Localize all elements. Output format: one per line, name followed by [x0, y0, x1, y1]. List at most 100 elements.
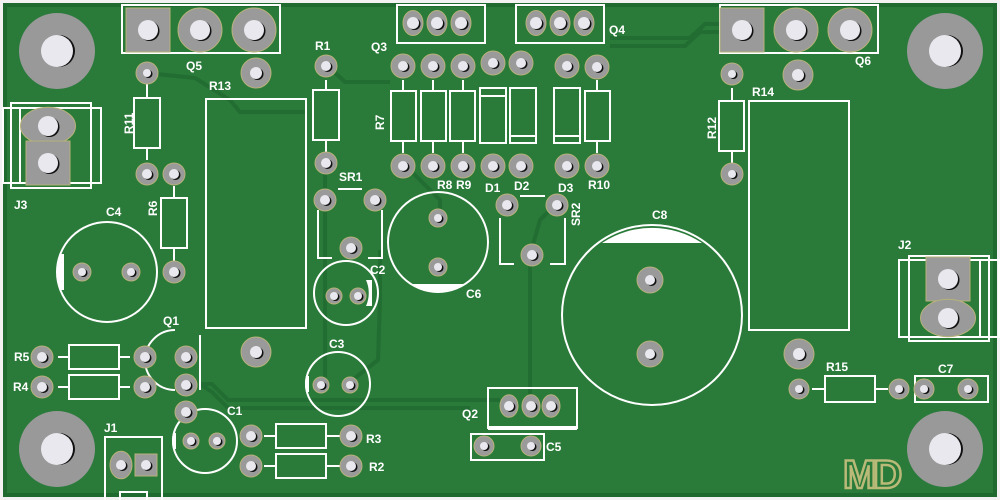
label-r4: R4 [13, 380, 29, 394]
pad [554, 153, 580, 179]
pad [450, 53, 476, 79]
drill-hole [321, 158, 331, 168]
label-r7: R7 [373, 114, 387, 130]
drill-hole [792, 69, 804, 81]
pad [720, 62, 744, 86]
drill-hole [458, 61, 468, 71]
drill-hole [592, 161, 602, 171]
pad [231, 7, 277, 53]
drill-hole [431, 17, 443, 29]
drill-hole [938, 269, 958, 289]
drill-hole [250, 67, 262, 79]
drill-hole [645, 349, 655, 359]
drill-hole [434, 263, 442, 271]
pad [499, 394, 519, 418]
c5-outline [470, 433, 545, 461]
drill-hole [346, 381, 354, 389]
pad [521, 394, 541, 418]
label-r9: R9 [456, 178, 472, 192]
pad [508, 50, 534, 76]
mount-hole-br [907, 411, 983, 487]
drill-hole [346, 461, 356, 471]
pad [554, 53, 580, 79]
drill-hole [728, 70, 736, 78]
pad [549, 10, 571, 36]
pad [135, 162, 159, 186]
pad [480, 153, 506, 179]
drill-hole [246, 431, 256, 441]
drill-hole [127, 268, 135, 276]
drill-hole [554, 17, 566, 29]
pad [520, 243, 544, 267]
sr1-outline [317, 210, 383, 259]
label-sr2: SR2 [569, 202, 583, 226]
drill-hole [181, 352, 191, 362]
drill-hole [732, 20, 752, 40]
label-d3: D3 [558, 181, 574, 195]
drill-hole [530, 17, 542, 29]
pad [420, 53, 446, 79]
pad [545, 193, 569, 217]
drill-hole [244, 20, 264, 40]
label-d2: D2 [514, 179, 530, 193]
pads [20, 7, 979, 480]
pad [162, 260, 186, 284]
label-r14: R14 [752, 85, 774, 99]
drill-hole [526, 401, 536, 411]
drill-hole [138, 20, 158, 40]
pad [174, 373, 198, 397]
drill-hole [116, 460, 126, 470]
label-q2: Q2 [462, 407, 478, 421]
pad [520, 435, 542, 457]
pad [121, 262, 141, 282]
label-q3: Q3 [371, 40, 387, 54]
pad [480, 50, 506, 76]
pad [313, 188, 337, 212]
c6-outline [387, 191, 489, 293]
label-r8: R8 [437, 178, 453, 192]
j2-outline [908, 255, 990, 342]
drill-hole [728, 170, 736, 178]
drill-hole [246, 461, 256, 471]
pad [25, 140, 71, 186]
pad [390, 153, 416, 179]
pad [174, 400, 198, 424]
pad [508, 153, 534, 179]
drill-hole [187, 437, 195, 445]
drill-hole [488, 58, 498, 68]
drill-hole [38, 116, 58, 136]
pad [495, 193, 519, 217]
c8-outline [561, 224, 743, 406]
pad [314, 151, 338, 175]
drill-hole [317, 381, 325, 389]
sr2-outline [499, 218, 566, 265]
drill-hole [143, 69, 151, 77]
pad [135, 61, 159, 85]
drill-hole [407, 17, 419, 29]
drill-hole [250, 346, 262, 358]
drill-hole [213, 437, 221, 445]
pad [339, 454, 363, 478]
label-j2: J2 [898, 238, 912, 252]
pad [349, 287, 367, 305]
label-r1: R1 [315, 39, 331, 53]
j3-outline [10, 102, 92, 189]
pad [72, 262, 92, 282]
drill-hole [37, 382, 47, 392]
pad [584, 153, 610, 179]
drill-hole [592, 62, 602, 72]
label-r12: R12 [705, 117, 719, 139]
label-sr1: SR1 [339, 170, 363, 184]
pad [773, 7, 819, 53]
drill-hole [552, 200, 562, 210]
pad [573, 10, 595, 36]
pad [636, 266, 664, 294]
pad [428, 257, 448, 277]
drill-hole [169, 267, 179, 277]
pad [239, 424, 263, 448]
drill-hole [434, 214, 442, 222]
j1-outline [104, 436, 163, 500]
drill-hole [330, 292, 338, 300]
pad [30, 375, 54, 399]
